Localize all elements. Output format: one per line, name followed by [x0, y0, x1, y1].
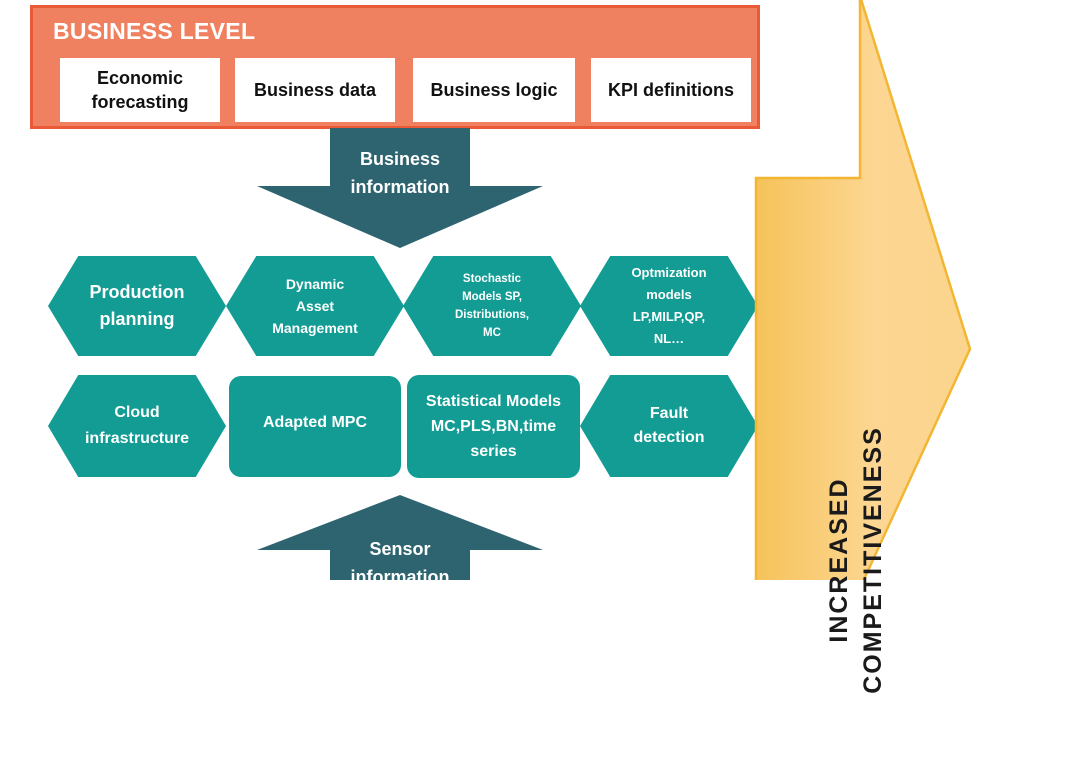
business-information-label: Business information: [350, 149, 450, 197]
stochastic-models-label: Stochastic Models SP, Distributions, MC: [454, 273, 530, 339]
shape-dynamic-asset-management: Dynamic Asset Management: [226, 256, 404, 356]
card-business-data: Business data: [235, 58, 395, 122]
business-level-box: BUSINESS LEVEL Economic forecasting Busi…: [30, 5, 760, 129]
increased-competitiveness-label: INCREASED COMPETITIVENESS: [806, 350, 906, 770]
sensor-information-arrow: [257, 495, 543, 580]
card-economic-forecasting: Economic forecasting: [60, 58, 220, 122]
shape-production-planning: Production planning: [48, 256, 226, 356]
fault-detection-label: Fault detection: [633, 405, 705, 446]
dynamic-asset-management-label: Dynamic Asset Management: [272, 276, 358, 336]
card-kpi-definitions: KPI definitions: [591, 58, 751, 122]
cloud-infrastructure-label: Cloud infrastructure: [84, 404, 190, 447]
card-business-logic: Business logic: [413, 58, 575, 122]
production-planning-label: Production planning: [89, 282, 185, 329]
adapted-mpc-label: Adapted MPC: [263, 414, 367, 431]
business-information-arrow: [257, 128, 543, 248]
shape-stochastic-models: Stochastic Models SP, Distributions, MC: [403, 256, 581, 356]
sensor-information-label: Sensor information: [350, 539, 450, 580]
shape-cloud-infrastructure: Cloud infrastructure: [48, 375, 226, 477]
shape-fault-detection: Fault detection: [580, 375, 758, 477]
shape-statistical-models: Statistical Models MC,PLS,BN,time series: [407, 375, 580, 478]
increased-word: INCREASED: [825, 477, 853, 643]
optimization-models-label: Optmization models LP,MILP,QP, NL…: [631, 265, 707, 346]
statistical-models-label: Statistical Models MC,PLS,BN,time series: [425, 393, 562, 460]
business-information-label-wrap: Business information: [330, 145, 470, 205]
competitiveness-word: COMPETITIVENESS: [859, 426, 887, 694]
shape-adapted-mpc: Adapted MPC: [229, 376, 401, 477]
increased-competitiveness-arrow: [754, 0, 972, 580]
sensor-information-label-wrap: Sensor information: [330, 535, 470, 580]
shape-optimization-models: Optmization models LP,MILP,QP, NL…: [580, 256, 758, 356]
business-level-title: BUSINESS LEVEL: [53, 18, 256, 44]
